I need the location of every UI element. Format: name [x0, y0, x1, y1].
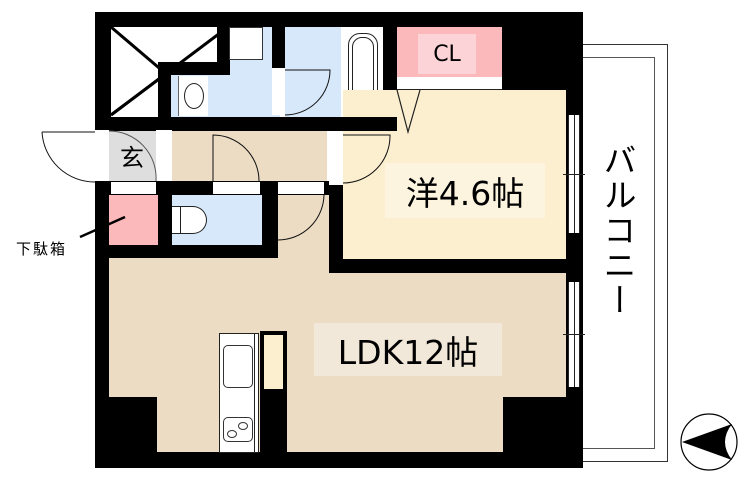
toilet-doorway[interactable]	[213, 182, 260, 194]
ldk-door-swing-icon[interactable]	[277, 193, 328, 244]
entrance-inner-swing-icon	[108, 130, 157, 182]
burner-1-icon	[227, 430, 237, 438]
entrance-door-frame	[95, 130, 109, 182]
outer-wall-bottom	[95, 452, 583, 468]
ldk-doorway[interactable]	[278, 182, 324, 194]
bath-doorway[interactable]	[272, 68, 286, 115]
refrigerator-space[interactable]	[264, 335, 283, 389]
washbasin-bowl-icon	[184, 83, 204, 109]
ldk-window-tick	[563, 334, 585, 335]
ldk-corridor	[278, 195, 329, 260]
western-room-wall-left	[329, 185, 343, 273]
toilet-wall-bottom	[109, 245, 278, 258]
entrance-label: 玄	[120, 143, 144, 172]
closet-door-hinge-icon	[396, 89, 421, 135]
stove-icon[interactable]	[223, 417, 253, 442]
pillar-bottom-right	[503, 397, 583, 468]
hall-wall-top	[95, 117, 397, 131]
shaft-wall-inner-v	[158, 62, 171, 117]
entrance[interactable]	[109, 131, 156, 181]
bath-door-swing-icon[interactable]	[284, 68, 335, 118]
shoe-cabinet-leader-line	[79, 215, 126, 239]
toilet-wall-right	[262, 181, 278, 258]
window-tick	[563, 174, 585, 175]
closet-wall-right	[502, 27, 566, 90]
compass-icon	[680, 413, 738, 471]
wash-bath-wall	[272, 27, 286, 69]
burner-2-icon	[238, 422, 248, 430]
front-door-swing-icon[interactable]	[40, 130, 110, 185]
toilet-tank-line	[180, 206, 181, 234]
unit-bath	[285, 27, 341, 117]
pillar-bottom-left	[95, 397, 157, 468]
hall-door-swing-icon[interactable]	[212, 134, 263, 185]
balcony	[583, 44, 668, 462]
western-room-door-swing-icon[interactable]	[342, 134, 393, 185]
shoe-cabinet-top-gap	[111, 182, 156, 194]
hallway-opening-right[interactable]	[327, 131, 341, 181]
shoe-toilet-wall	[158, 181, 172, 258]
hallway	[172, 131, 329, 182]
western-room-wall-bottom	[329, 259, 566, 273]
washing-machine-space[interactable]	[229, 27, 263, 60]
toilet-bowl-icon[interactable]	[172, 206, 207, 234]
kitchen-sink-icon[interactable]	[223, 345, 253, 388]
outer-wall-left-lower	[95, 182, 109, 468]
shoe-cabinet-label: 下駄箱	[16, 240, 68, 258]
balcony-inner-line	[583, 57, 655, 449]
entrance-step	[156, 130, 172, 182]
shaft-wall-inner	[158, 62, 230, 75]
balcony-label: バルコニー	[598, 143, 637, 318]
outer-wall-left-upper	[95, 12, 111, 130]
closet-label: CL	[418, 34, 476, 74]
closet-door[interactable]	[397, 77, 502, 90]
western-room-label: 洋4.6帖	[385, 163, 545, 218]
ldk-label: LDK12帖	[314, 323, 502, 376]
kitchen-counter-edge	[254, 333, 255, 453]
